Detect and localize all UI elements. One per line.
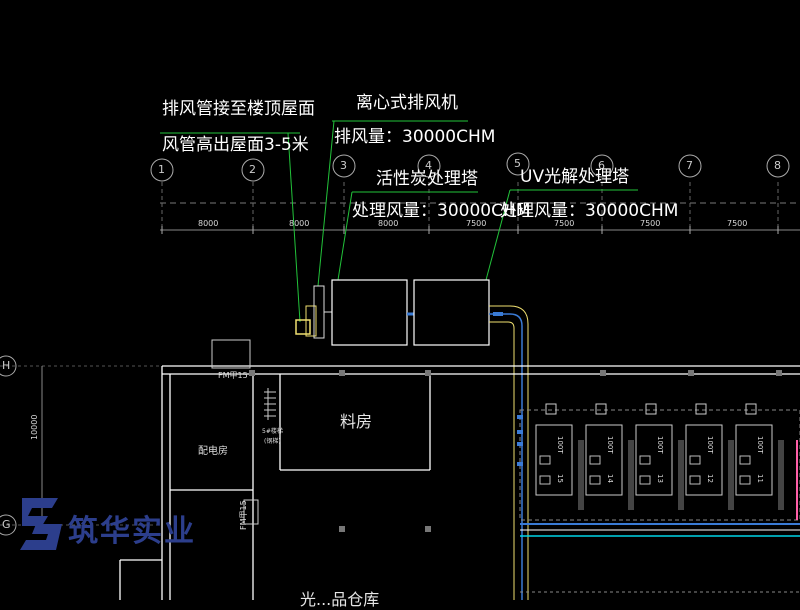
stair-note-1: 5#楼梯 xyxy=(262,428,283,435)
machine-number: 13 xyxy=(656,474,664,483)
machine-part xyxy=(539,455,551,465)
duct-fittings xyxy=(517,415,523,466)
machine-body xyxy=(535,424,573,496)
dim-vertical: 10000 xyxy=(30,414,39,440)
press-machine-14: 100T 14 xyxy=(585,403,634,510)
axis-label-7: 7 xyxy=(686,159,693,172)
carbon-airflow: 处理风量：30000CHM xyxy=(352,201,531,221)
machine-body xyxy=(735,424,773,496)
machine-body xyxy=(685,424,723,496)
machine-capacity: 100T xyxy=(556,436,564,454)
machine-group: 100T 15 100T 14 100T 13 100T 12 100T 11 xyxy=(535,403,784,510)
machine-part xyxy=(689,475,701,485)
uv-title: UV光解处理塔 xyxy=(520,167,630,187)
machine-zone xyxy=(519,409,800,521)
axis-label-8: 8 xyxy=(774,159,781,172)
machine-part xyxy=(739,475,751,485)
axis-label-5: 5 xyxy=(514,157,521,170)
dimension-ticks xyxy=(161,226,779,234)
machine-top-box xyxy=(545,403,557,415)
axis-label-G: G xyxy=(2,518,11,531)
activated-carbon-tower xyxy=(331,279,408,346)
machine-number: 14 xyxy=(606,474,614,483)
machine-top-box xyxy=(745,403,757,415)
carbon-title: 活性炭处理塔 xyxy=(376,169,478,189)
door-fm-left xyxy=(243,499,259,525)
main-duct-outer xyxy=(489,305,529,600)
dim-span-2: 8000 xyxy=(289,219,310,228)
uv-airflow: 处理风量：30000CHM xyxy=(500,201,679,221)
machine-part xyxy=(639,455,651,465)
dim-span-4: 7500 xyxy=(466,219,487,228)
machine-top-box xyxy=(695,403,707,415)
machine-capacity: 100T xyxy=(606,436,614,454)
machine-hatch xyxy=(728,440,734,510)
uv-photolysis-tower xyxy=(413,279,490,346)
dim-span-5: 7500 xyxy=(554,219,575,228)
machine-number: 15 xyxy=(556,474,564,483)
stair xyxy=(264,388,276,420)
press-machine-13: 100T 13 xyxy=(635,403,684,510)
axis-label-3: 3 xyxy=(340,159,347,172)
machine-number: 12 xyxy=(706,474,714,483)
machine-part xyxy=(539,475,551,485)
machine-part xyxy=(639,475,651,485)
axis-label-6: 6 xyxy=(598,159,605,172)
axis-bubbles xyxy=(0,152,790,536)
door-label-top: FM甲15 xyxy=(218,371,248,380)
door-label-left: FM甲15 xyxy=(239,500,248,530)
axis-label-4: 4 xyxy=(425,159,432,172)
machine-hatch xyxy=(628,440,634,510)
axis-label-2: 2 xyxy=(249,163,256,176)
columns xyxy=(249,370,782,532)
fan-title: 离心式排风机 xyxy=(356,93,458,113)
machine-body xyxy=(585,424,623,496)
machine-part xyxy=(739,455,751,465)
press-machine-15: 100T 15 xyxy=(535,403,584,510)
main-duct-blue xyxy=(489,313,523,600)
building-walls xyxy=(119,365,800,600)
press-machine-12: 100T 12 xyxy=(685,403,734,510)
fan-body xyxy=(305,305,317,337)
door-fm-top xyxy=(211,339,251,369)
machine-top-box xyxy=(595,403,607,415)
room-distribution: 配电房 xyxy=(198,446,228,457)
press-machine-11: 100T 11 xyxy=(735,403,784,510)
machine-number: 11 xyxy=(756,474,764,483)
dim-span-7: 7500 xyxy=(727,219,748,228)
company-logo-text: 筑华实业 xyxy=(68,514,196,549)
dim-span-1: 8000 xyxy=(198,219,219,228)
axis-label-H: H xyxy=(2,359,11,372)
machine-part xyxy=(589,455,601,465)
machine-capacity: 100T xyxy=(656,436,664,454)
room-material: 料房 xyxy=(340,412,373,431)
machine-capacity: 100T xyxy=(706,436,714,454)
exhaust-note-line2: 风管高出屋面3-5米 xyxy=(162,135,309,155)
machine-hatch xyxy=(678,440,684,510)
machine-top-box xyxy=(645,403,657,415)
fan-airflow: 排风量：30000CHM xyxy=(334,127,496,147)
room-warehouse: 光...品仓库 xyxy=(300,590,380,609)
exhaust-note-line1: 排风管接至楼顶屋面 xyxy=(162,99,315,119)
main-duct-inner xyxy=(489,321,515,600)
machine-capacity: 100T xyxy=(756,436,764,454)
stair-note-2: (钢梯) xyxy=(264,438,281,445)
company-logo-icon xyxy=(20,498,62,550)
axis-label-1: 1 xyxy=(158,163,165,176)
machine-part xyxy=(689,455,701,465)
dim-span-6: 7500 xyxy=(640,219,661,228)
dim-span-3: 8000 xyxy=(378,219,399,228)
leader-lines xyxy=(160,120,638,323)
machine-hatch xyxy=(778,440,784,510)
fan-outlet xyxy=(295,319,311,335)
machine-hatch xyxy=(578,440,584,510)
machine-part xyxy=(589,475,601,485)
machine-body xyxy=(635,424,673,496)
